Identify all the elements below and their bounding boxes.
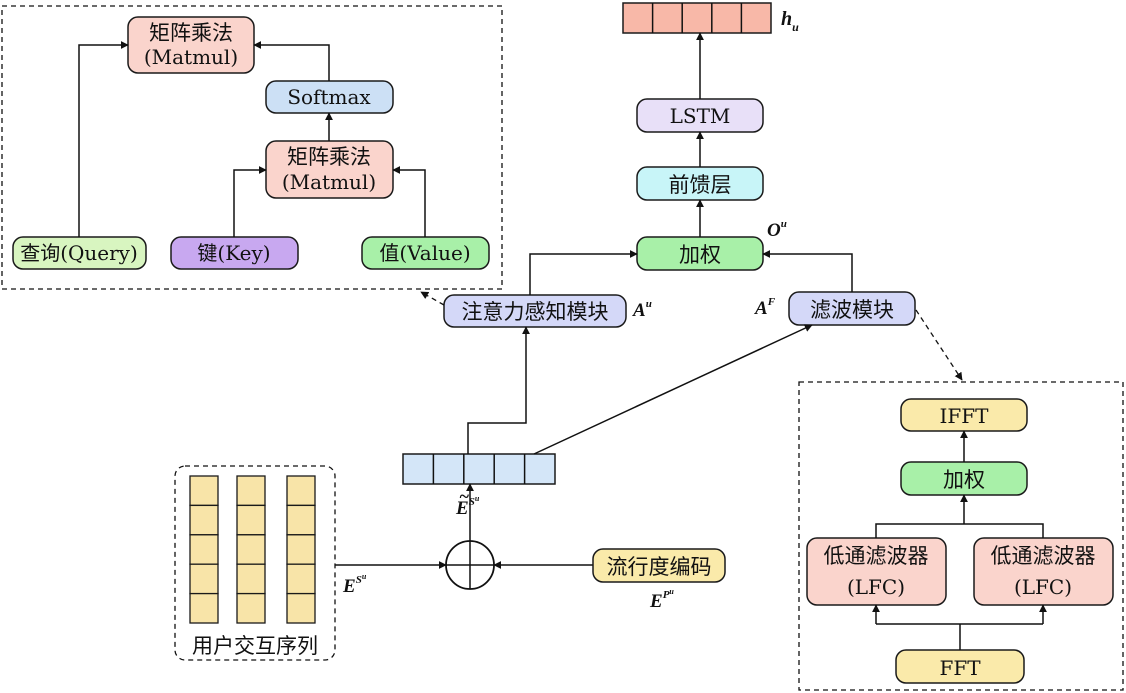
filter-detail-panel — [798, 381, 1124, 691]
arrow-query-to-matmul — [78, 41, 129, 237]
arrow-embedding-to-attention — [467, 326, 530, 454]
user-sequence-label: 用户交互序列 — [192, 634, 318, 658]
popularity-encoding-node: 流行度编码 — [592, 548, 726, 583]
matmul-mid-label-cn: 矩阵乘法 — [287, 145, 371, 169]
filter-weighting-node: 加权 — [900, 461, 1028, 496]
lfc-left-label-en: (LFC) — [847, 575, 905, 599]
fft-node: FFT — [895, 649, 1025, 684]
feedforward-label: 前馈层 — [669, 173, 732, 197]
embedding-vector — [402, 453, 556, 485]
attention-detail-panel — [1, 5, 503, 290]
query-label: 查询(Query) — [20, 241, 138, 265]
e-p-symbol: EPu — [649, 587, 674, 612]
sequence-cell — [236, 563, 266, 595]
matmul-mid-label-en: (Matmul) — [282, 170, 376, 194]
key-node: 键(Key) — [170, 236, 299, 270]
value-label: 值(Value) — [379, 241, 470, 265]
sequence-cell — [286, 592, 316, 624]
matmul-top-label-en: (Matmul) — [144, 45, 238, 69]
sequence-cell — [236, 504, 266, 536]
add-operator-icon — [445, 540, 495, 590]
arrow-value-to-matmul — [392, 166, 426, 237]
dashed-arrow-to-filter-panel — [915, 309, 963, 381]
lfc-right-label-en: (LFC) — [1014, 575, 1072, 599]
filter-module-node: 滤波模块 — [788, 291, 916, 326]
weighting-label: 加权 — [679, 243, 721, 267]
attention-module-label: 注意力感知模块 — [462, 300, 609, 324]
sequence-cell — [189, 592, 219, 624]
softmax-node: Softmax — [265, 80, 394, 114]
lstm-label: LSTM — [670, 104, 731, 128]
user-sequence-panel — [174, 465, 336, 661]
sequence-cell — [189, 475, 219, 507]
line-fft-split — [876, 623, 1043, 650]
matmul-mid-node: 矩阵乘法 (Matmul) — [265, 140, 394, 199]
ifft-node: IFFT — [900, 398, 1028, 432]
sequence-cell — [236, 534, 266, 565]
tilde-mark: ~ — [459, 486, 469, 506]
e-s-symbol: ESu — [342, 572, 367, 597]
sequence-cell — [286, 563, 316, 595]
lfc-left-label-cn: 低通滤波器 — [824, 544, 929, 568]
sequence-cell — [189, 563, 219, 595]
output-vector-hu — [622, 2, 772, 34]
attention-module-node: 注意力感知模块 — [443, 294, 627, 328]
arrow-embedding-to-filter — [533, 324, 813, 455]
line-lfc-join — [875, 523, 1044, 538]
ifft-label: IFFT — [940, 404, 990, 428]
arrow-filter-to-weight — [762, 250, 853, 292]
af-symbol: AF — [754, 296, 776, 319]
weighting-node: 加权 — [636, 236, 764, 271]
matmul-top-label-cn: 矩阵乘法 — [149, 21, 233, 45]
query-node: 查询(Query) — [12, 236, 147, 270]
sequence-cell — [286, 534, 316, 565]
feedforward-node: 前馈层 — [636, 166, 764, 201]
arrow-attention-to-weight — [529, 250, 638, 295]
dashed-arrow-to-attention-panel — [420, 291, 445, 306]
key-label: 键(Key) — [197, 241, 270, 265]
sequence-cell — [286, 504, 316, 536]
user-sequence-columns — [189, 475, 316, 624]
sequence-cell — [236, 475, 266, 507]
au-symbol: Au — [632, 298, 652, 321]
arrow-key-to-matmul — [233, 166, 267, 237]
sequence-cell — [189, 504, 219, 536]
sequence-cell — [236, 592, 266, 624]
lstm-node: LSTM — [636, 98, 764, 133]
matmul-top-node: 矩阵乘法 (Matmul) — [127, 16, 255, 74]
ou-symbol: Ou — [767, 218, 787, 241]
filter-module-label: 滤波模块 — [810, 298, 894, 322]
lfc-left-node: 低通滤波器 (LFC) — [806, 537, 947, 606]
arrow-softmax-to-matmul — [253, 41, 330, 81]
popularity-encoding-label: 流行度编码 — [607, 555, 712, 579]
lfc-right-label-cn: 低通滤波器 — [991, 544, 1096, 568]
filter-weighting-label: 加权 — [943, 468, 985, 492]
softmax-label: Softmax — [287, 85, 371, 109]
lfc-right-node: 低通滤波器 (LFC) — [973, 537, 1114, 606]
value-node: 值(Value) — [361, 236, 490, 270]
fft-label: FFT — [939, 656, 981, 680]
sequence-cell — [189, 534, 219, 565]
sequence-cell — [286, 475, 316, 507]
e-tilde-symbol: ESu — [455, 494, 480, 519]
hu-symbol: hu — [781, 8, 799, 34]
